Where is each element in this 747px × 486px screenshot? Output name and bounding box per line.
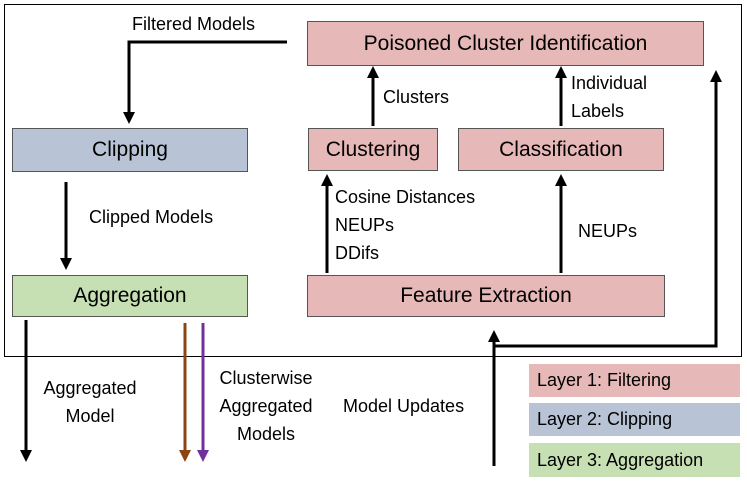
clipped-models-label: Clipped Models [89,207,214,227]
clustering-feature-3: DDifs [335,243,379,263]
legend-aggregation: Layer 3: Aggregation [529,443,740,477]
individual-labels-label: Individual Labels [571,69,647,125]
model-updates-label: Model Updates [343,396,465,416]
feature-extraction-box: Feature Extraction [307,275,665,317]
clusterwise-line-3: Models [236,424,296,444]
legend-filtering: Layer 1: Filtering [529,364,740,397]
clusters-label: Clusters [383,87,450,107]
filtered-models-label: Filtered Models [132,14,256,34]
model-updates-branch-arrow [494,80,718,348]
clustering-box: Clustering [308,128,438,171]
aggregated-model-label: Aggregated Model [35,374,145,430]
aggregated-model-line-1: Aggregated [43,378,137,398]
individual-labels-line-1: Individual [571,73,648,93]
clustering-feature-2: NEUPs [335,215,395,235]
clusterwise-line-2: Aggregated [219,396,313,416]
clustering-features-label: Cosine Distances NEUPs DDifs [335,183,475,267]
legend-clipping: Layer 2: Clipping [529,403,740,436]
classification-box: Classification [458,128,664,171]
neups-label: NEUPs [578,221,638,241]
clustering-feature-1: Cosine Distances [335,187,476,207]
clusterwise-aggregated-models-label: Clusterwise Aggregated Models [206,364,326,448]
individual-labels-line-2: Labels [571,101,625,121]
aggregation-box: Aggregation [12,275,248,317]
clipping-box: Clipping [12,128,248,172]
diagram-frame [4,4,742,357]
poisoned-cluster-identification-box: Poisoned Cluster Identification [307,21,704,66]
clusterwise-line-1: Clusterwise [219,368,313,388]
filtered-models-arrow [127,40,287,120]
aggregated-model-line-2: Model [65,406,115,426]
